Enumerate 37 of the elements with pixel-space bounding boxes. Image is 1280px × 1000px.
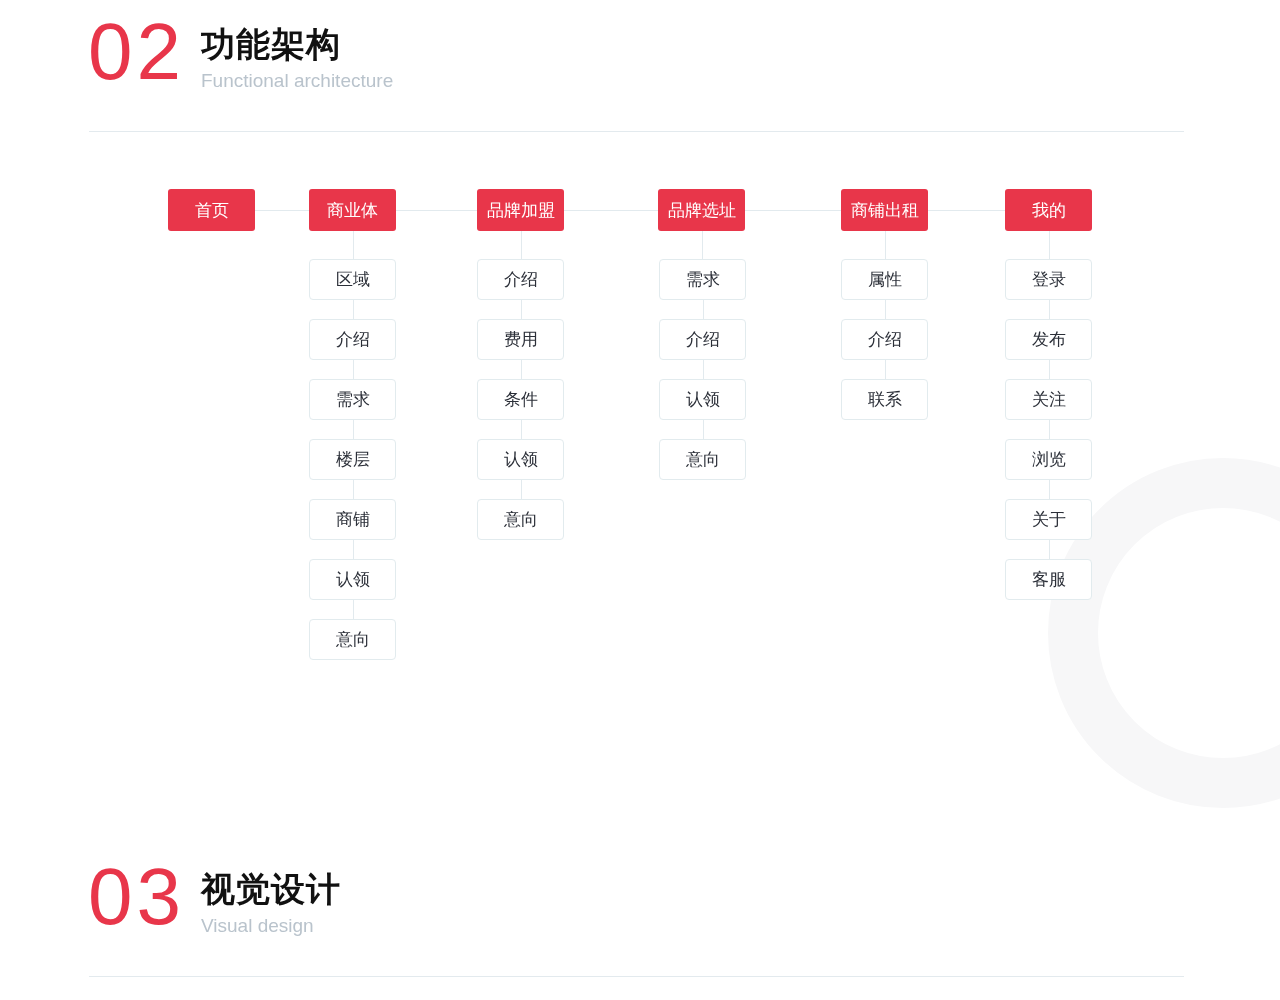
feature-box: 意向 — [659, 439, 746, 480]
module-box: 我的 — [1005, 189, 1092, 231]
feature-box: 需求 — [659, 259, 746, 300]
section-subtitle: Visual design — [201, 916, 314, 935]
section-title: 功能架构 — [201, 27, 341, 61]
feature-box: 介绍 — [309, 319, 396, 360]
feature-box: 介绍 — [659, 319, 746, 360]
feature-box: 联系 — [841, 379, 928, 420]
feature-box: 介绍 — [477, 259, 564, 300]
section-number: 02 — [88, 12, 185, 92]
feature-box: 认领 — [309, 559, 396, 600]
feature-box: 客服 — [1005, 559, 1092, 600]
module-box: 品牌选址 — [658, 189, 745, 231]
feature-box: 认领 — [659, 379, 746, 420]
feature-box: 区域 — [309, 259, 396, 300]
section-title: 视觉设计 — [201, 872, 341, 906]
module-box: 商业体 — [309, 189, 396, 231]
module-box: 首页 — [168, 189, 255, 231]
feature-box: 条件 — [477, 379, 564, 420]
section-number: 03 — [88, 857, 185, 937]
module-box: 商铺出租 — [841, 189, 928, 231]
feature-box: 登录 — [1005, 259, 1092, 300]
feature-box: 发布 — [1005, 319, 1092, 360]
feature-box: 浏览 — [1005, 439, 1092, 480]
feature-box: 属性 — [841, 259, 928, 300]
module-box: 品牌加盟 — [477, 189, 564, 231]
feature-box: 认领 — [477, 439, 564, 480]
feature-box: 关于 — [1005, 499, 1092, 540]
feature-box: 费用 — [477, 319, 564, 360]
feature-box: 楼层 — [309, 439, 396, 480]
feature-box: 介绍 — [841, 319, 928, 360]
section-subtitle: Functional architecture — [201, 71, 394, 90]
feature-box: 意向 — [477, 499, 564, 540]
feature-box: 需求 — [309, 379, 396, 420]
feature-box: 商铺 — [309, 499, 396, 540]
feature-box: 意向 — [309, 619, 396, 660]
feature-box: 关注 — [1005, 379, 1092, 420]
